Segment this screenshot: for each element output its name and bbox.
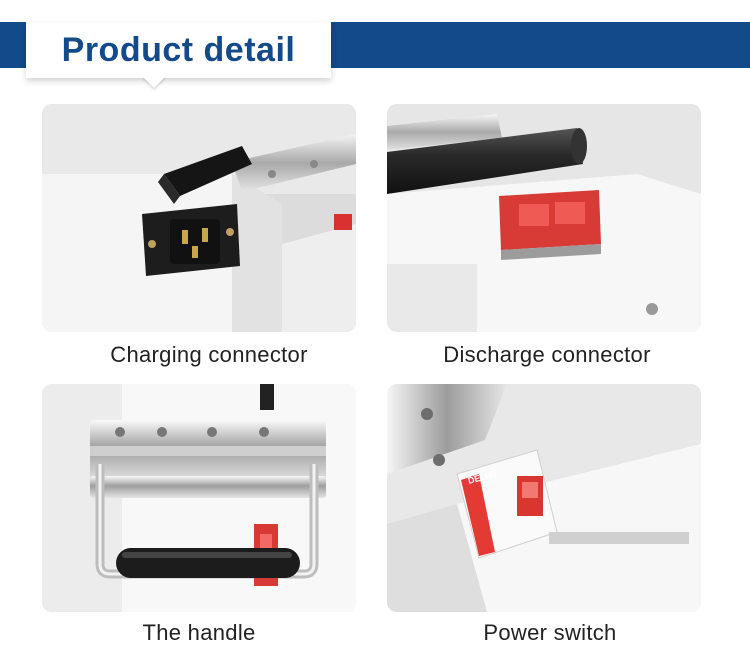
- discharge-connector-photo: [387, 104, 701, 332]
- handle-photo: [42, 384, 356, 612]
- caption-discharge-connector: Discharge connector: [443, 342, 651, 367]
- power-switch-photo: DELIXI: [387, 384, 701, 612]
- caption-the-handle: The handle: [142, 620, 256, 645]
- caption-power-switch: Power switch: [483, 620, 617, 645]
- title-tab: [26, 22, 331, 78]
- page-title: Product detail: [61, 31, 296, 69]
- title-tab-pointer: [142, 76, 166, 88]
- caption-charging-connector: Charging connector: [110, 342, 308, 367]
- charging-connector-photo: [42, 104, 356, 332]
